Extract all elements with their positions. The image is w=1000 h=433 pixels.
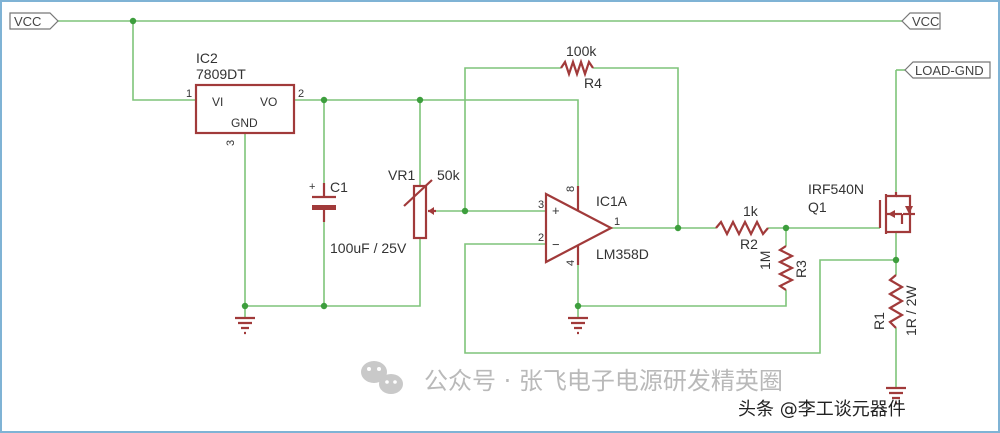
- junctions: [129, 17, 900, 310]
- r3-name: R3: [793, 260, 809, 278]
- ic2-pin3-num: 3: [225, 140, 237, 146]
- wire-vcc-to-ic2: [132, 21, 196, 101]
- watermark: 公众号 · 张飞电子电源研发精英圈: [361, 361, 783, 395]
- c1-name: C1: [330, 179, 348, 195]
- ic1a-pin3-num: 3: [538, 199, 544, 211]
- wechat-icon: [361, 361, 403, 394]
- junction-dot: [574, 302, 582, 310]
- ic2-pin-gnd: GND: [231, 116, 258, 130]
- ic1a-pin2-num: 2: [538, 232, 544, 244]
- wire-r4-left: [464, 67, 561, 211]
- net-label-text: VCC: [912, 14, 939, 29]
- wire-gnd-rail: [245, 238, 421, 307]
- ic2-name: IC2: [196, 50, 218, 66]
- wire-feedback: [464, 243, 895, 354]
- junction-dot: [320, 96, 328, 104]
- ic2-pin-vi: VI: [212, 95, 223, 109]
- r4-name: R4: [584, 75, 602, 91]
- ic1a-part: LM358D: [596, 246, 649, 262]
- q1-mosfet: IRF540N Q1: [808, 181, 915, 234]
- junction-dot: [416, 96, 424, 104]
- r2-resistor: 1k R2: [715, 203, 769, 252]
- ic1a-pin1-num: 1: [614, 216, 620, 228]
- ground-symbol-opamp: [568, 316, 588, 335]
- net-label-vcc-left: VCC: [9, 12, 59, 30]
- net-label-load-gnd: LOAD-GND: [904, 61, 991, 79]
- r4-resistor: 100k R4: [560, 43, 602, 91]
- ic1a-opamp: + − 3 2 1 8 4 IC1A LM358D: [538, 186, 649, 266]
- q1-name: Q1: [808, 199, 827, 215]
- vr1-name: VR1: [388, 167, 415, 183]
- r1-resistor: R1 1R / 2W: [871, 274, 919, 336]
- junction-dot: [241, 302, 249, 310]
- r3-resistor: 1M R3: [757, 245, 809, 291]
- q1-part: IRF540N: [808, 181, 864, 197]
- ic2-part: 7809DT: [196, 66, 246, 82]
- r2-value: 1k: [743, 203, 759, 219]
- junction-dot: [129, 17, 137, 25]
- c1-capacitor: + C1 100uF / 25V: [309, 179, 407, 256]
- junction-dot: [320, 302, 328, 310]
- watermark-text: 公众号 · 张飞电子电源研发精英圈: [424, 367, 783, 395]
- ground-symbol-ic2: [235, 316, 255, 335]
- ic1a-name: IC1A: [596, 193, 628, 209]
- credit-text: 头条 @李工谈元器件: [738, 399, 906, 420]
- ic1a-plus-symbol: +: [552, 203, 560, 218]
- ic1a-pin8-num: 8: [565, 186, 577, 192]
- junction-dot: [461, 207, 469, 215]
- vr1-value: 50k: [437, 167, 461, 183]
- r2-name: R2: [740, 236, 758, 252]
- junction-dot: [892, 256, 900, 264]
- wire-r3-bottom: [578, 290, 787, 307]
- wires: [58, 20, 905, 388]
- vr1-potentiometer: VR1 50k: [388, 167, 461, 240]
- wire-vo-rail: [294, 99, 579, 186]
- r1-value: 1R / 2W: [903, 285, 919, 336]
- c1-polarity: +: [309, 181, 315, 193]
- ic2-regulator: IC2 7809DT VI VO GND 1 2 3: [186, 50, 304, 146]
- net-label-text: LOAD-GND: [915, 63, 984, 78]
- net-label-text: VCC: [14, 14, 41, 29]
- ic2-pin2-num: 2: [298, 88, 304, 100]
- junction-dot: [674, 224, 682, 232]
- ic2-pin-vo: VO: [260, 95, 277, 109]
- wire-r4-right: [593, 67, 679, 228]
- ic2-pin1-num: 1: [186, 88, 192, 100]
- ground-symbol-r1: [886, 386, 906, 405]
- ic1a-pin4-num: 4: [565, 260, 577, 266]
- r4-value: 100k: [566, 43, 597, 59]
- ic1a-minus-symbol: −: [552, 237, 560, 252]
- junction-dot: [782, 224, 790, 232]
- c1-value: 100uF / 25V: [330, 240, 407, 256]
- r1-name: R1: [871, 312, 887, 330]
- net-label-vcc-right: VCC: [901, 12, 941, 30]
- r3-value: 1M: [757, 251, 773, 270]
